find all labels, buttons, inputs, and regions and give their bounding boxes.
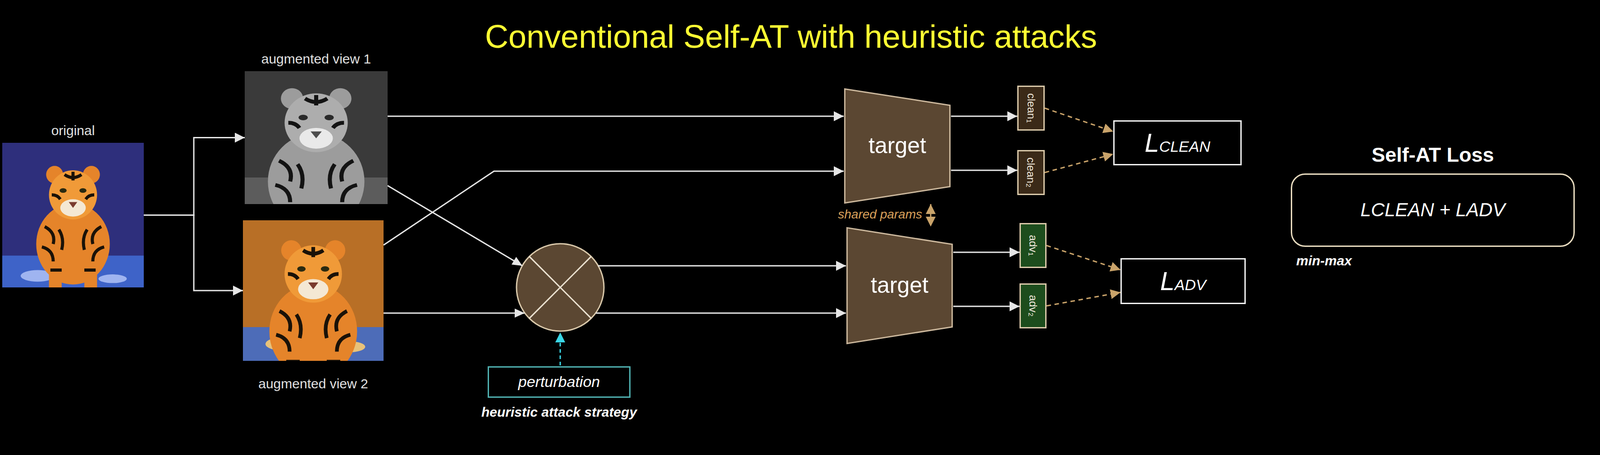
node-label: LADV <box>1160 266 1207 297</box>
node-heading: augmented view 1 <box>261 51 372 68</box>
note-label: min-max <box>1296 253 1352 270</box>
trapezoid-shape <box>844 89 950 204</box>
connector <box>383 171 844 246</box>
connector <box>950 169 1018 172</box>
node-label: target <box>868 132 927 160</box>
target-network: target <box>843 87 951 205</box>
image-node: augmented view 2 <box>242 220 384 362</box>
tiger-photo <box>244 71 388 234</box>
connector <box>1044 108 1114 132</box>
connector <box>143 137 245 216</box>
image-node: augmented view 1 <box>244 71 388 205</box>
node-label: target <box>870 272 929 299</box>
target-network: target <box>845 226 954 345</box>
connector <box>950 115 1018 118</box>
embedding-box: adv₁ <box>1019 223 1047 269</box>
node-label: LCLEAN + LADV <box>1360 199 1506 221</box>
combine-operator <box>516 243 604 332</box>
edge-label: shared params <box>836 207 924 222</box>
node-label: clean₂ <box>1024 157 1038 188</box>
connector <box>930 204 932 227</box>
node-label: adv₁ <box>1026 235 1040 257</box>
node-label: clean₁ <box>1024 93 1038 123</box>
tiger-photo <box>2 142 144 288</box>
embedding-box: clean₂ <box>1017 150 1045 196</box>
embedding-box: clean₁ <box>1017 85 1045 131</box>
connector <box>387 115 844 118</box>
injection-line <box>559 341 562 366</box>
node-label: perturbation <box>518 373 600 391</box>
embedding-box: adv₂ <box>1019 283 1047 329</box>
diagram-title: Conventional Self-AT with heuristic atta… <box>484 18 1098 56</box>
loss-box: LCLEAN <box>1113 120 1242 166</box>
perturbation-box: perturbationheuristic attack strategy <box>487 366 631 398</box>
connector <box>383 312 846 315</box>
trapezoid-shape <box>846 228 952 344</box>
image-node: original <box>2 142 144 288</box>
node-label: LCLEAN <box>1144 128 1211 158</box>
connector <box>1046 292 1121 307</box>
combine-cross <box>529 256 591 319</box>
tiger-photo <box>242 220 384 383</box>
node-heading: augmented view 2 <box>258 376 369 393</box>
arrow-head <box>555 332 566 343</box>
node-heading: original <box>51 123 96 139</box>
node-label: adv₂ <box>1026 295 1040 317</box>
connector <box>953 251 1020 254</box>
connector <box>143 215 243 292</box>
connector <box>1046 245 1121 270</box>
node-heading: heuristic attack strategy <box>481 404 637 421</box>
connector <box>1044 154 1114 173</box>
node-heading: Self-AT Loss <box>1371 143 1495 167</box>
total-loss-box: Self-AT LossLCLEAN + LADV <box>1290 173 1575 247</box>
connector <box>387 185 846 266</box>
connector <box>953 306 1020 308</box>
loss-box: LADV <box>1120 258 1246 305</box>
